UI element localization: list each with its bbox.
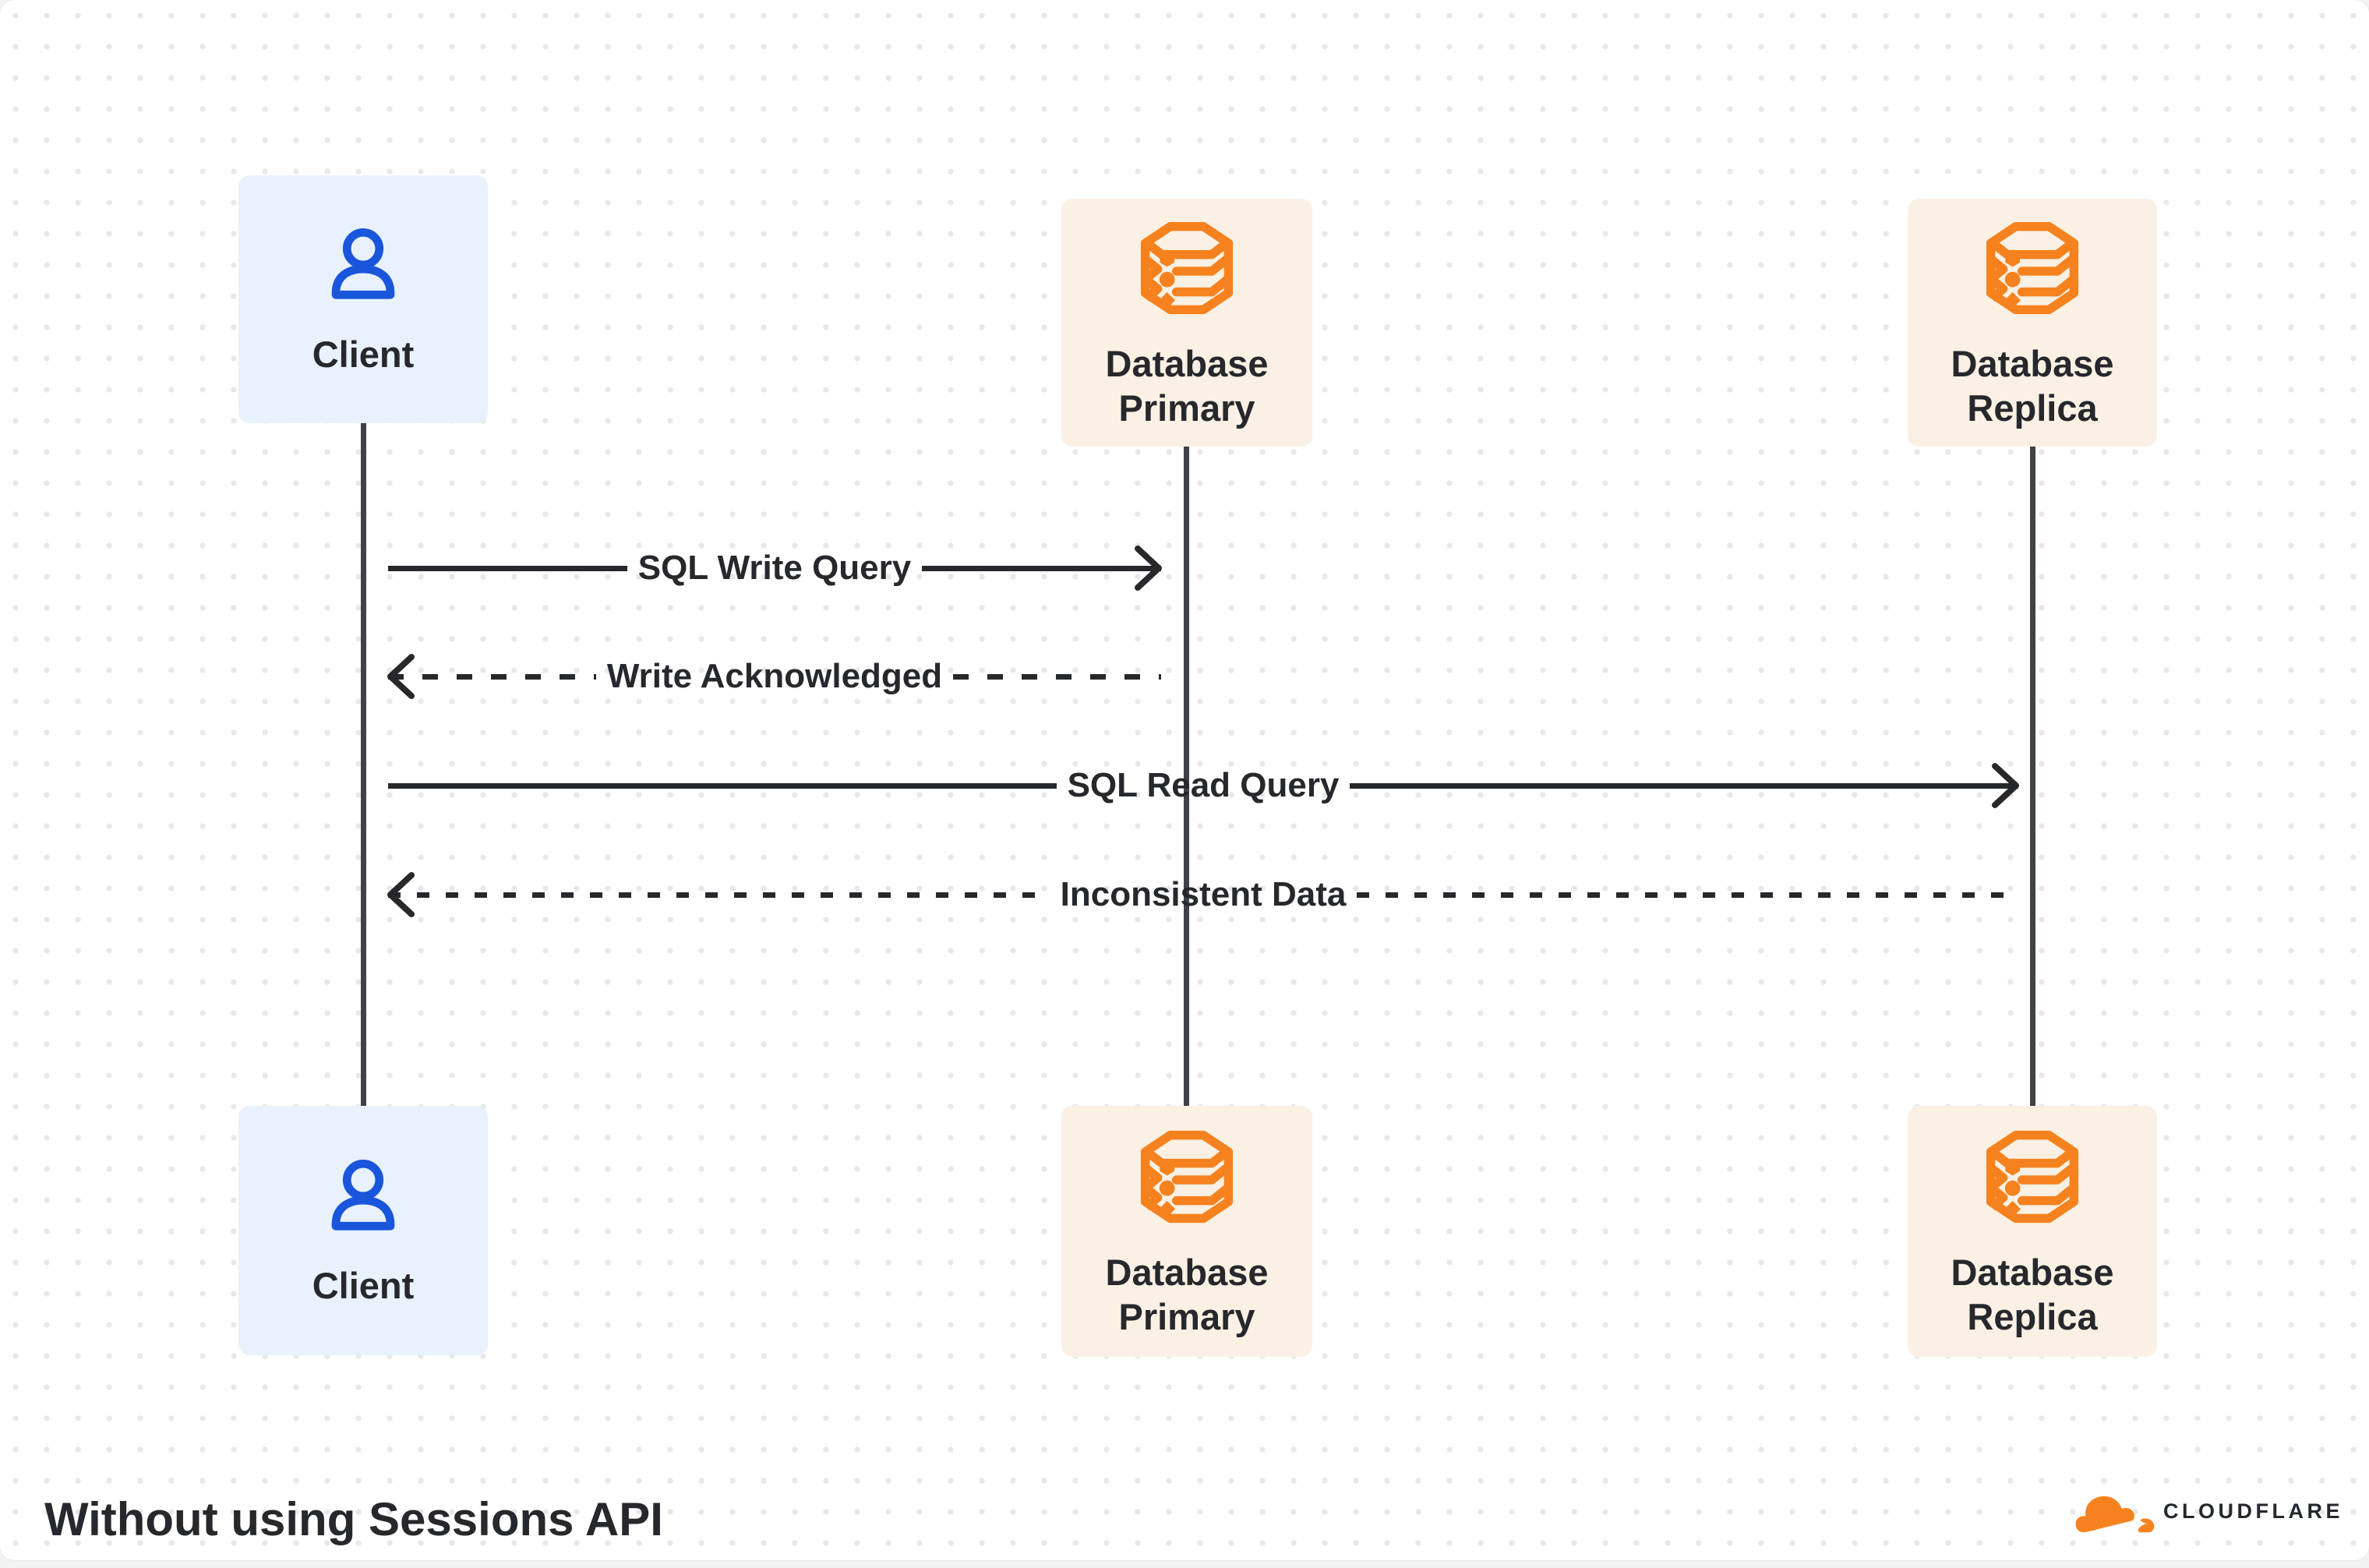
arrowhead-left-icon xyxy=(386,871,415,919)
actor-label-replica-bottom: Database Replica xyxy=(1951,1251,2114,1337)
message-inconsistent-data: Inconsistent Data xyxy=(388,870,2018,920)
arrowhead-left-icon xyxy=(386,652,415,701)
message-label: Inconsistent Data xyxy=(1060,875,1347,913)
user-icon xyxy=(318,1153,408,1243)
lifeline-database-primary xyxy=(1184,447,1189,1106)
cloudflare-logo: CLOUDFLARE xyxy=(2074,1487,2343,1535)
database-icon xyxy=(1982,215,2082,321)
arrow-line-dashed xyxy=(388,892,1050,898)
database-icon xyxy=(1137,1124,1237,1230)
message-write-acknowledged: Write Acknowledged xyxy=(386,652,1162,701)
arrow-line xyxy=(922,565,1162,571)
actor-database-primary-top: Database Primary xyxy=(1061,199,1312,447)
actor-label-replica-top: Database Replica xyxy=(1951,342,2114,429)
message-label: SQL Write Query xyxy=(637,549,912,587)
arrow-line-dashed xyxy=(953,673,1162,680)
lifeline-client xyxy=(361,423,366,1106)
arrowhead-right-icon xyxy=(1134,544,1163,592)
message-sql-write-query: SQL Write Query xyxy=(388,543,1161,593)
actor-database-primary-bottom: Database Primary xyxy=(1061,1106,1312,1357)
actor-client-top: Client xyxy=(238,175,488,423)
arrow-line xyxy=(1350,782,2018,789)
database-icon xyxy=(1982,1124,2082,1230)
arrowhead-right-icon xyxy=(1991,761,2021,810)
actor-database-replica-top: Database Replica xyxy=(1908,199,2157,447)
actor-label-primary-top: Database Primary xyxy=(1105,342,1269,429)
message-label: SQL Read Query xyxy=(1067,766,1340,804)
actor-label-client-bottom: Client xyxy=(312,1265,415,1307)
actor-label-client-top: Client xyxy=(312,334,415,376)
message-sql-read-query: SQL Read Query xyxy=(388,761,2018,810)
arrow-line-dashed xyxy=(1357,892,2018,898)
arrow-line xyxy=(388,782,1057,789)
cloudflare-wordmark: CLOUDFLARE xyxy=(2163,1499,2343,1523)
message-label: Write Acknowledged xyxy=(606,657,943,695)
diagram-title: Without using Sessions API xyxy=(44,1493,663,1545)
actor-database-replica-bottom: Database Replica xyxy=(1908,1106,2157,1357)
lifeline-database-replica xyxy=(2030,447,2035,1106)
arrow-line-dashed xyxy=(388,673,596,680)
arrow-line xyxy=(388,565,627,571)
user-icon xyxy=(318,221,408,312)
database-icon xyxy=(1137,215,1237,321)
actor-label-primary-bottom: Database Primary xyxy=(1105,1251,1269,1337)
cloudflare-cloud-icon xyxy=(2074,1487,2155,1535)
actor-client-bottom: Client xyxy=(238,1106,488,1355)
